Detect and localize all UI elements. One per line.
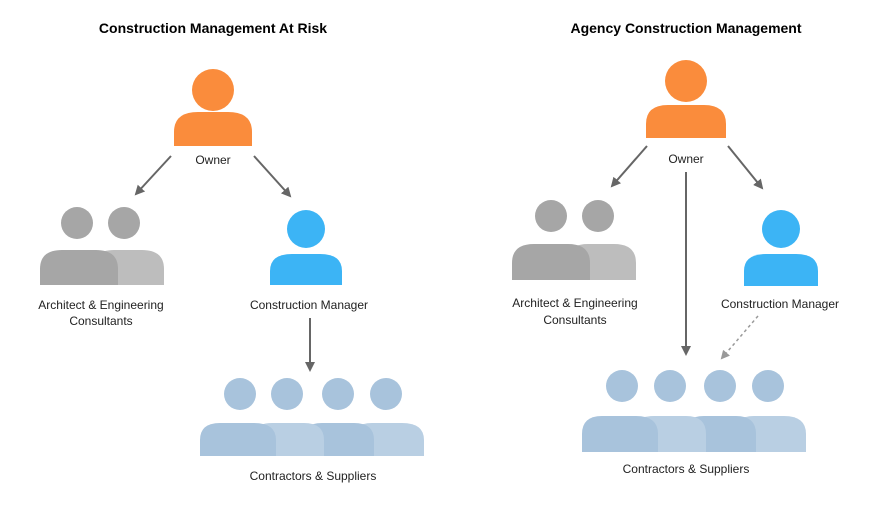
left-consultants-label-line1: Architect & Engineering [38, 298, 164, 312]
left-owner-label: Owner [195, 153, 231, 167]
right-consultants-icon [512, 200, 636, 280]
right-manager-label: Construction Manager [720, 297, 840, 311]
right-contractors-label: Contractors & Suppliers [622, 462, 750, 476]
right-arrow-owner-to-consultants [610, 145, 648, 188]
right-diagram-title: Agency Construction Management [570, 20, 802, 36]
left-diagram-title: Construction Management At Risk [98, 20, 328, 36]
right-owner-icon [646, 60, 726, 138]
right-contractors-icon [582, 370, 806, 452]
right-consultants-label-line1: Architect & Engineering [512, 296, 638, 310]
left-arrow-owner-to-consultants [134, 155, 172, 196]
left-owner-icon [174, 69, 252, 146]
left-consultants-icon [40, 207, 164, 285]
left-contractors-icon [200, 378, 424, 456]
left-consultants-label-line2: Consultants [69, 314, 133, 328]
right-arrow-owner-to-manager [727, 145, 764, 190]
left-contractors-label: Contractors & Suppliers [249, 469, 377, 483]
left-manager-label: Construction Manager [249, 298, 369, 312]
left-arrow-owner-to-manager [253, 155, 292, 198]
right-owner-label: Owner [668, 152, 704, 166]
right-manager-icon [744, 210, 818, 286]
right-dashed-arrow-manager-to-contractors [720, 315, 759, 360]
right-consultants-label-line2: Consultants [543, 313, 607, 327]
left-manager-icon [270, 210, 342, 285]
